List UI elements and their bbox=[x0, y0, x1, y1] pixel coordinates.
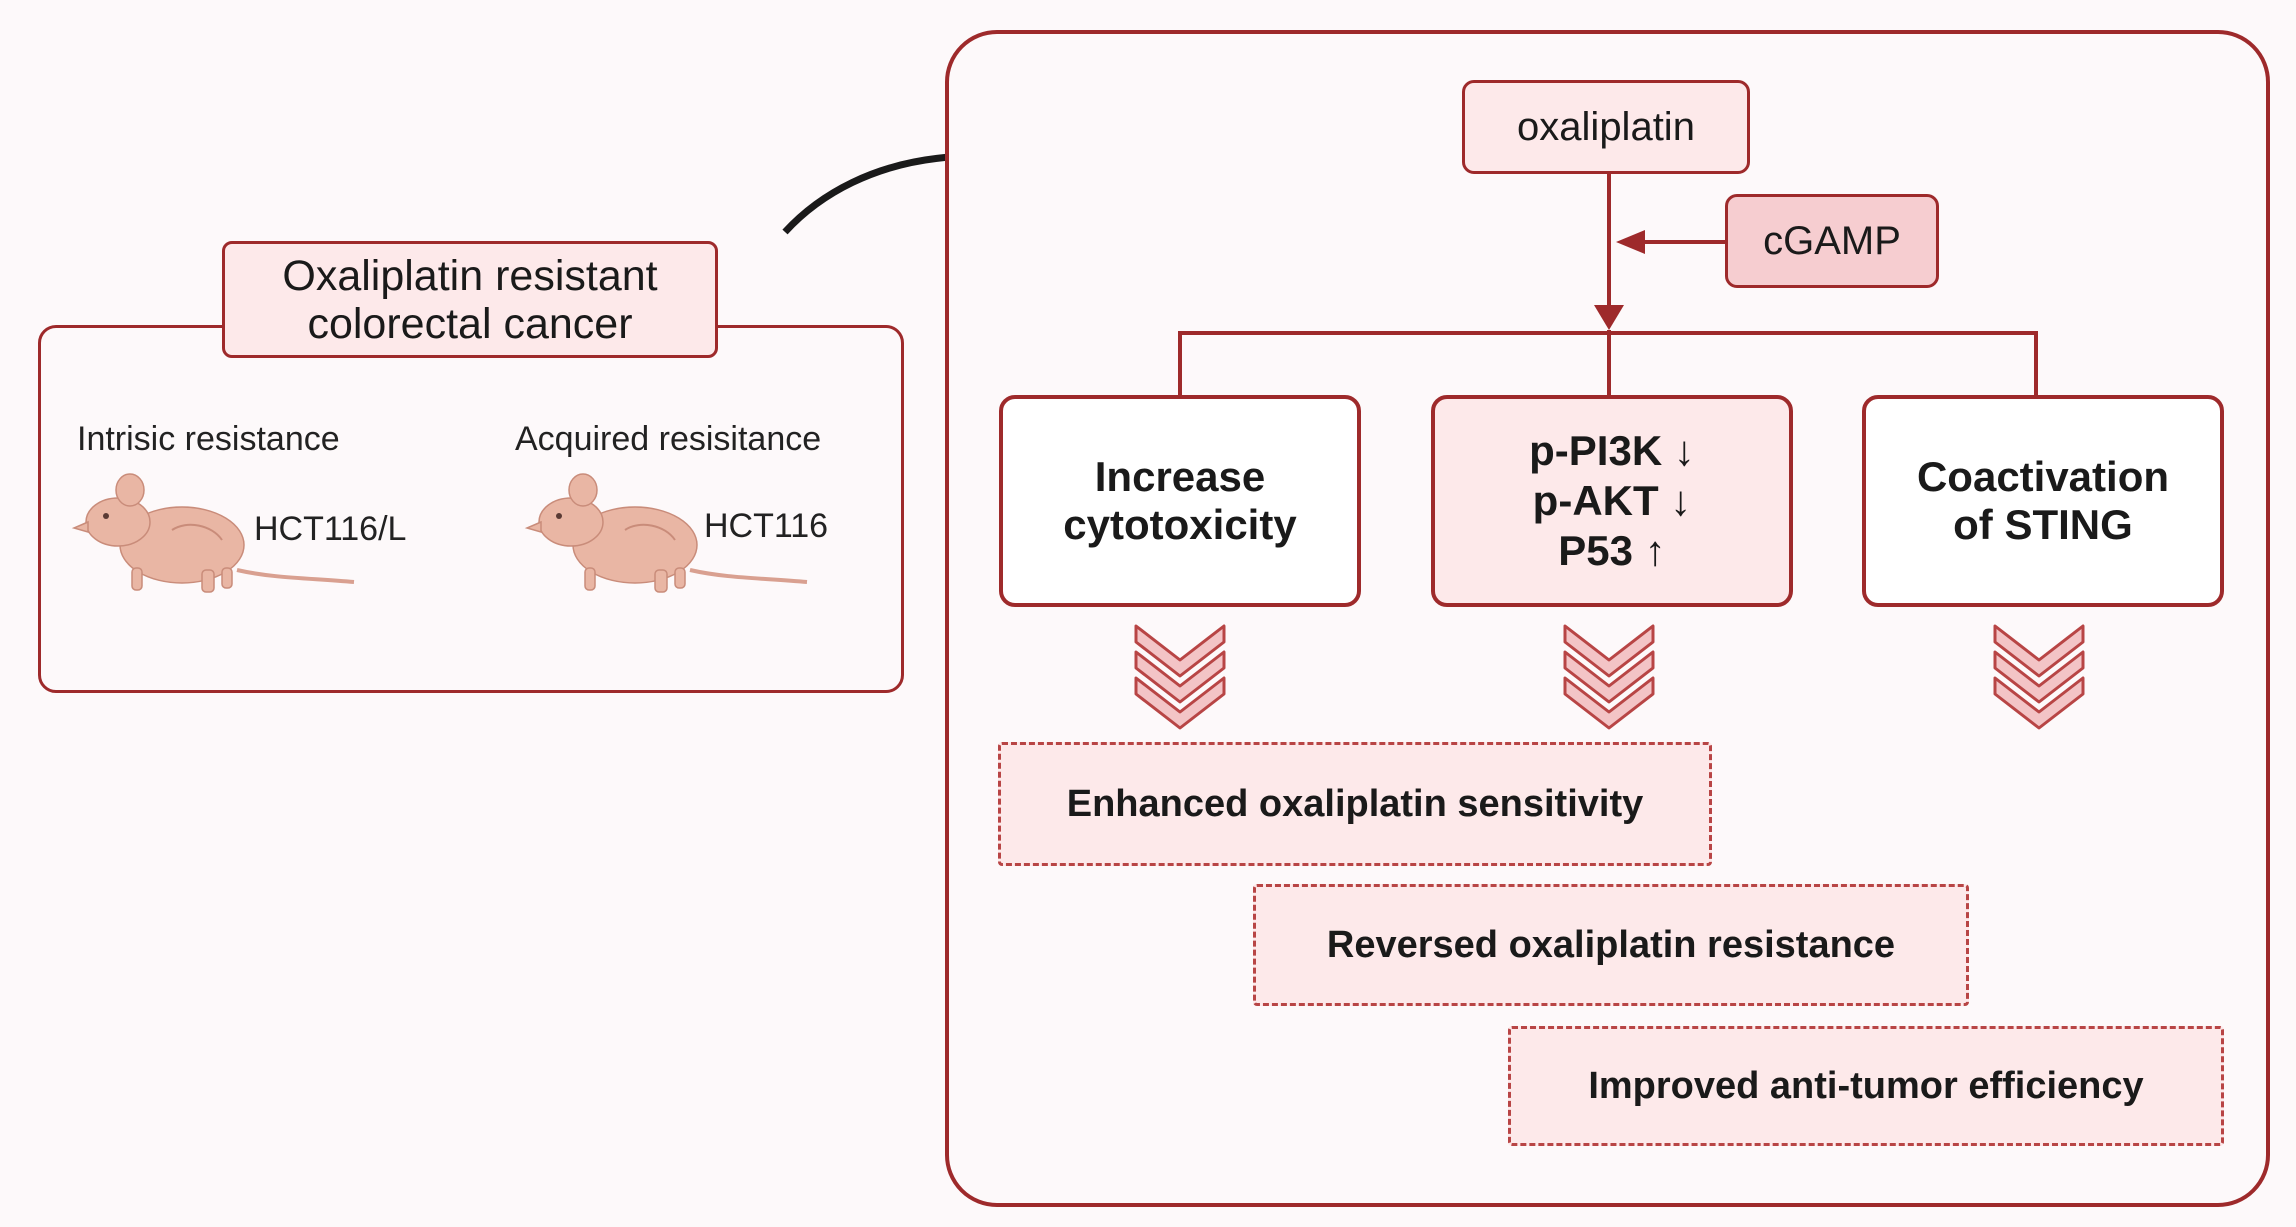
cgamp-node: cGAMP bbox=[1725, 194, 1939, 288]
cell-line-label-intrinsic: HCT116/L bbox=[254, 510, 407, 548]
oxaliplatin-node: oxaliplatin bbox=[1462, 80, 1750, 174]
outcome-sensitivity: Enhanced oxaliplatin sensitivity bbox=[998, 742, 1712, 866]
effect-sting: Coactivation of STING bbox=[1862, 395, 2224, 607]
mouse-icon bbox=[524, 473, 808, 593]
cell-line-label-acquired: HCT116 bbox=[704, 507, 829, 545]
outcome-efficiency: Improved anti-tumor efficiency bbox=[1508, 1026, 2224, 1146]
group-heading-acquired: Acquired resisitance bbox=[515, 420, 822, 458]
effect-cytotoxicity: Increase cytotoxicity bbox=[999, 395, 1361, 607]
outcome-resistance: Reversed oxaliplatin resistance bbox=[1253, 884, 1969, 1006]
chevron-down-icon bbox=[1134, 624, 1226, 730]
chevron-down-icon bbox=[1993, 624, 2085, 730]
chevron-down-icon bbox=[1563, 624, 1655, 730]
effect-signaling: p-PI3K ↓ p-AKT ↓ P53 ↑ bbox=[1431, 395, 1793, 607]
mouse-icon bbox=[71, 473, 355, 593]
panel-title: Oxaliplatin resistant colorectal cancer bbox=[222, 241, 718, 358]
group-heading-intrinsic: Intrisic resistance bbox=[77, 420, 340, 458]
